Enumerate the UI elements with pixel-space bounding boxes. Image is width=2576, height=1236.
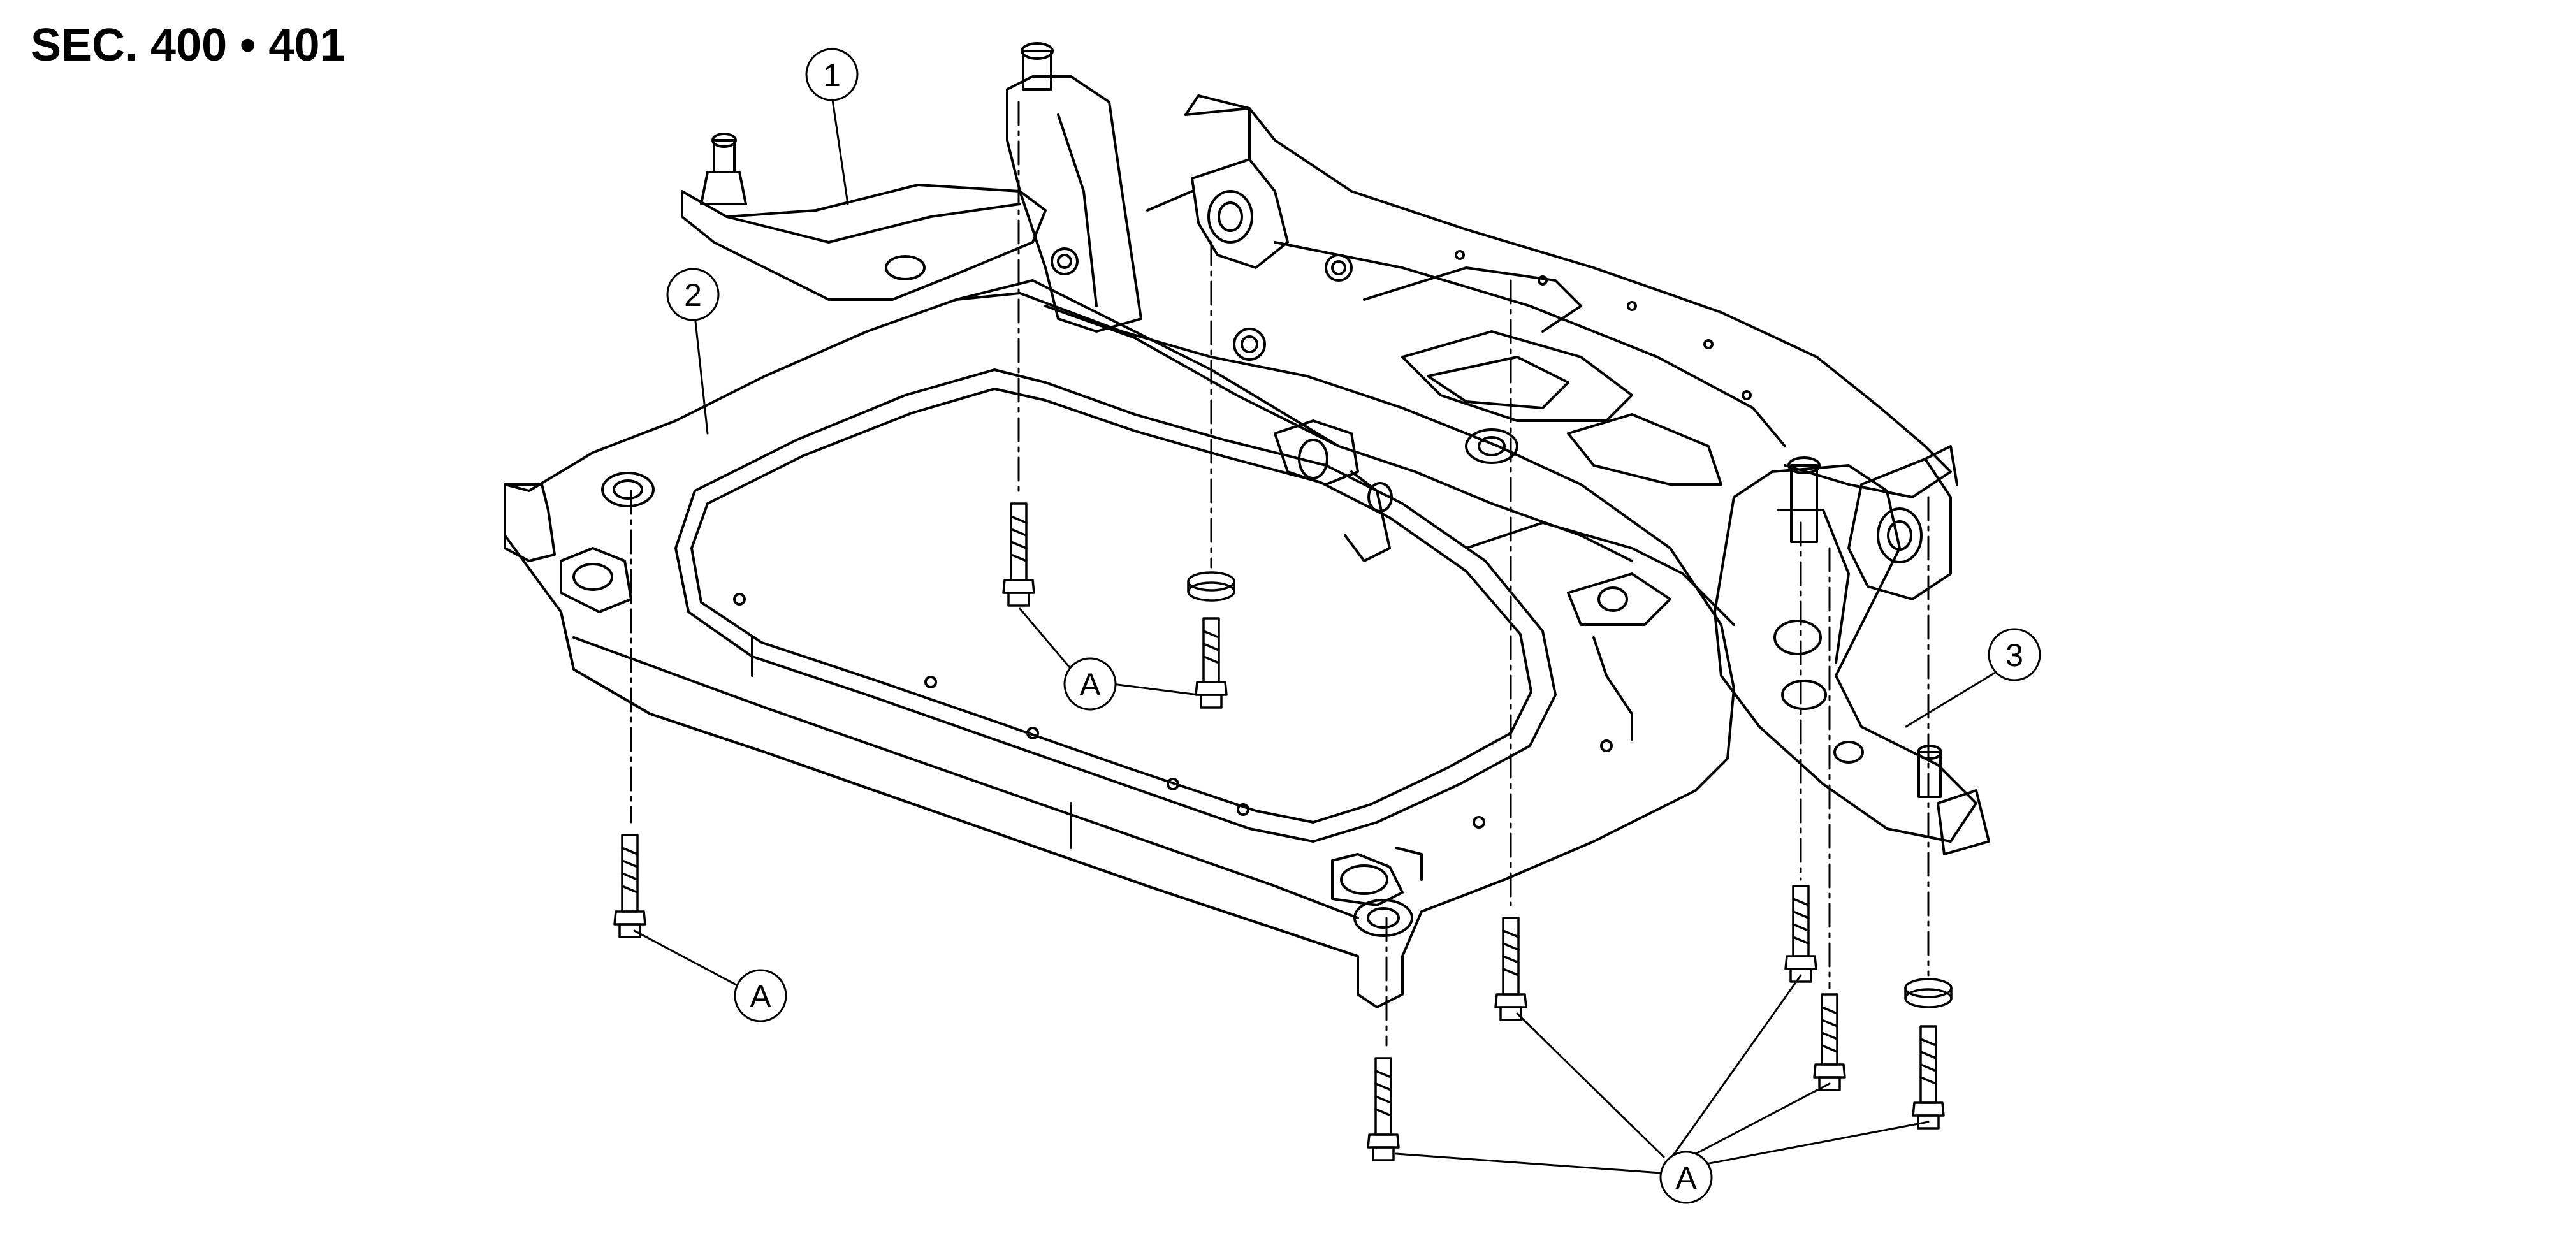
svg-text:A: A (750, 978, 771, 1014)
transverse-link-rh (1714, 445, 1990, 855)
bolt-lh-link-front (1002, 502, 1035, 607)
callout-a-left: A (734, 969, 787, 1022)
bolt-lh-link-rear (1195, 617, 1228, 709)
bolt-center-lines (630, 101, 1930, 1047)
section-title: SEC. 400 • 401 (31, 20, 346, 71)
svg-text:2: 2 (684, 277, 702, 313)
callout-a-upper: A (1063, 657, 1117, 711)
leader-lines (633, 94, 1997, 1174)
svg-text:1: 1 (823, 57, 841, 93)
bolt-front-right (1367, 1057, 1400, 1161)
callout-2: 2 (666, 268, 720, 321)
bolt-rh-link-rear (1912, 1025, 1945, 1130)
svg-text:A: A (1079, 667, 1101, 702)
washer-lh-link-rear (1187, 571, 1235, 602)
bolt-front-left (613, 834, 646, 938)
rear-member-structure (1184, 107, 1952, 741)
bolt-rh-link-front-upper (1784, 885, 1817, 983)
svg-text:A: A (1675, 1160, 1697, 1196)
transverse-link-lh (681, 42, 1289, 333)
suspension-member (504, 279, 1735, 1008)
bolt-center-right (1494, 917, 1527, 1021)
mounting-bolts (613, 502, 1953, 1161)
callout-1: 1 (805, 48, 859, 101)
washer-rh-link-rear (1904, 978, 1953, 1008)
svg-text:3: 3 (2005, 637, 2023, 673)
bolt-rh-link-front-lower (1813, 993, 1846, 1091)
callout-a-bottom: A (1659, 1151, 1713, 1204)
callout-3: 3 (1988, 628, 2041, 681)
